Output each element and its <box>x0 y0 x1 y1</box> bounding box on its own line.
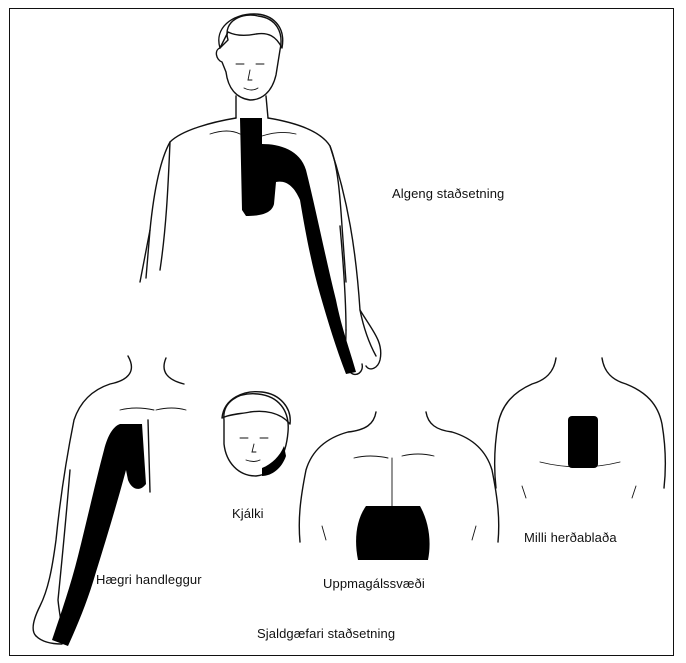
pain-region-upper-abdomen <box>356 506 430 560</box>
label-less-common-location: Sjaldgæfari staðsetning <box>257 626 395 641</box>
pain-region-chest-arm <box>240 118 356 374</box>
upper-abdomen-figure <box>299 412 499 560</box>
pain-region-right-arm <box>52 424 146 646</box>
head-outline <box>216 15 281 100</box>
jaw-face-figure <box>222 392 290 476</box>
back-figure <box>495 358 666 498</box>
label-upper-abdomen: Uppmagálssvæði <box>323 576 425 591</box>
pain-region-jaw <box>262 446 286 476</box>
hair-outline <box>219 14 283 48</box>
label-jaw: Kjálki <box>232 506 264 521</box>
right-arm-figure <box>33 356 186 646</box>
label-common-location: Algeng staðsetning <box>392 186 504 201</box>
label-right-arm: Hægri handleggur <box>96 572 202 587</box>
label-between-shoulder-blades: Milli herðablaða <box>524 530 617 545</box>
pain-region-between-shoulder-blades <box>568 416 598 468</box>
common-location-figure <box>140 14 381 374</box>
